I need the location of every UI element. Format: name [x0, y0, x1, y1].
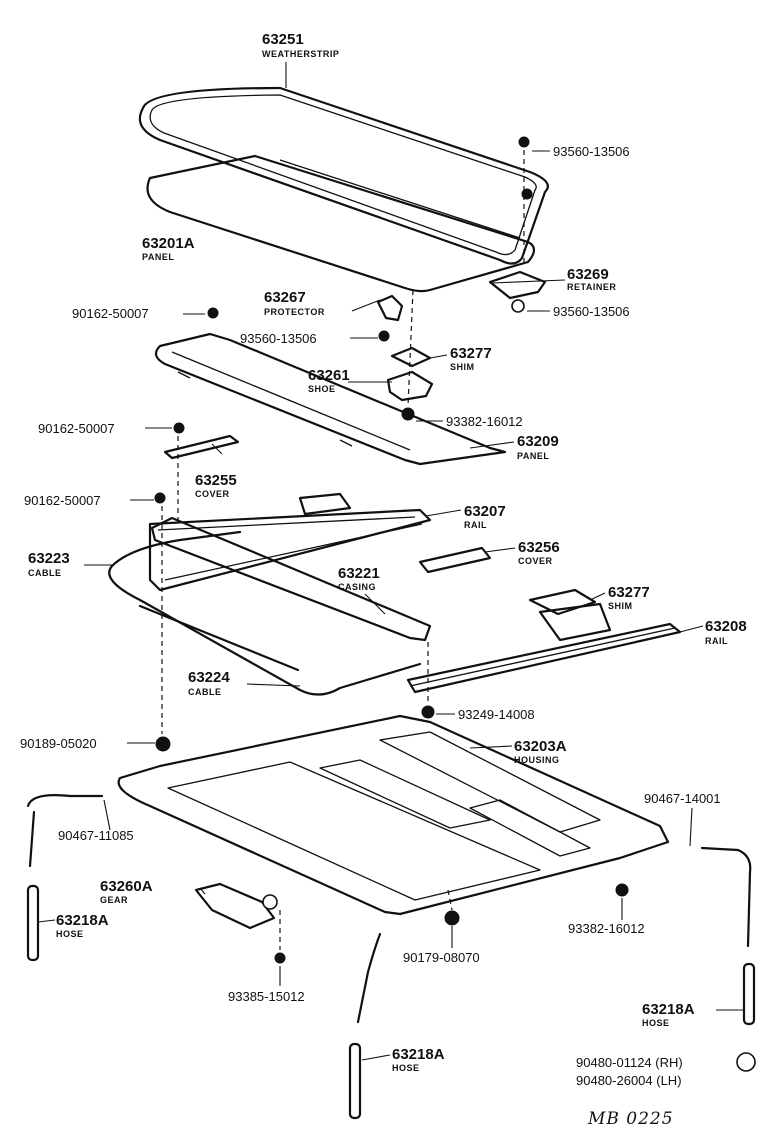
label-shoe-number: 63261: [308, 367, 350, 384]
label-shim-upper-name: SHIM: [450, 362, 475, 372]
label-cover-right-name: COVER: [518, 556, 553, 566]
cable-left-part: [108, 530, 422, 696]
housing-part: [117, 714, 670, 916]
glass-panel-part: [146, 154, 536, 293]
rail-left-part: [148, 492, 432, 592]
label-gear-name: GEAR: [100, 895, 128, 905]
label-weatherstrip-name: WEATHERSTRIP: [262, 49, 339, 59]
label-cable-right-name: CABLE: [188, 687, 222, 697]
label-rail-left-number: 63207: [464, 503, 506, 520]
cover-left-part: [163, 434, 240, 460]
label-shim-lower-number: 63277: [608, 584, 650, 601]
label-shoe-name: SHOE: [308, 384, 336, 394]
part-number-90162-50007-b: 90162-50007: [38, 421, 115, 436]
panel-frame-part: [154, 332, 507, 466]
label-hose-right-number: 63218A: [642, 1001, 695, 1018]
shim-upper-part: [390, 346, 432, 368]
part-number-90179-08070: 90179-08070: [403, 950, 480, 965]
label-panel-frame-name: PANEL: [517, 451, 549, 461]
label-casing-name: CASING: [338, 582, 376, 592]
label-cable-left-number: 63223: [28, 550, 70, 567]
retainer-part: [488, 270, 547, 300]
label-retainer-name: RETAINER: [567, 282, 616, 292]
label-cable-left-name: CABLE: [28, 568, 62, 578]
label-panel-glass-number: 63201A: [142, 235, 195, 252]
label-housing-number: 63203A: [514, 738, 567, 755]
label-hose-left-number: 63218A: [56, 912, 109, 929]
protector-part: [376, 294, 404, 322]
drawing-code-note: MB 0225: [587, 1109, 674, 1129]
part-number-93560-13506-b: 93560-13506: [553, 304, 630, 319]
label-panel-glass-name: PANEL: [142, 252, 174, 262]
label-cover-left-name: COVER: [195, 489, 230, 499]
label-retainer-number: 63269: [567, 266, 609, 283]
part-number-93382-16012-b: 93382-16012: [568, 921, 645, 936]
cable-right-part: [138, 604, 300, 672]
label-housing-name: HOUSING: [514, 755, 560, 765]
label-gear-number: 63260A: [100, 878, 153, 895]
label-hose-right-name: HOSE: [642, 1018, 670, 1028]
part-number-93382-16012-a: 93382-16012: [446, 414, 523, 429]
fasteners: [154, 136, 756, 1072]
label-rail-right-name: RAIL: [705, 636, 728, 646]
part-number-90480-26004-lh: 90480-26004 (LH): [576, 1073, 682, 1088]
casing-part: [150, 516, 432, 642]
label-shim-upper-number: 63277: [450, 345, 492, 362]
part-number-93249-14008: 93249-14008: [458, 707, 535, 722]
label-weatherstrip-number: 63251: [262, 31, 304, 48]
alignment-lines: [161, 150, 525, 950]
label-rail-right-number: 63208: [705, 618, 747, 635]
label-protector-number: 63267: [264, 289, 306, 306]
label-protector-name: PROTECTOR: [264, 307, 325, 317]
part-number-90189-05020: 90189-05020: [20, 736, 97, 751]
part-number-labels: 93560-13506 93560-13506 90162-50007 9356…: [20, 144, 721, 1088]
part-number-93385-15012: 93385-15012: [228, 989, 305, 1004]
part-number-90467-14001: 90467-14001: [644, 791, 721, 806]
shoe-part: [386, 370, 434, 402]
hose-parts: [26, 794, 756, 1120]
label-panel-frame-number: 63209: [517, 433, 559, 450]
part-number-90162-50007-c: 90162-50007: [24, 493, 101, 508]
label-hose-bottom-name: HOSE: [392, 1063, 420, 1073]
label-hose-bottom-number: 63218A: [392, 1046, 445, 1063]
label-shim-lower-name: SHIM: [608, 601, 633, 611]
label-cover-left-number: 63255: [195, 472, 237, 489]
part-number-90480-01124-rh: 90480-01124 (RH): [576, 1055, 683, 1070]
cover-right-part: [418, 546, 492, 574]
weatherstrip-part: [138, 86, 549, 265]
label-casing-number: 63221: [338, 565, 380, 582]
shim-lower-part: [528, 588, 597, 616]
part-number-90162-50007-a: 90162-50007: [72, 306, 149, 321]
part-number-90467-11085: 90467-11085: [58, 828, 134, 843]
part-number-93560-13506-c: 93560-13506: [240, 331, 317, 346]
rail-right-part: [406, 602, 682, 694]
label-cover-right-number: 63256: [518, 539, 560, 556]
part-labels: 63251 WEATHERSTRIP 63201A PANEL 63267 PR…: [28, 31, 747, 1073]
gear-part: [194, 882, 278, 930]
part-number-93560-13506-a: 93560-13506: [553, 144, 630, 159]
label-hose-left-name: HOSE: [56, 929, 84, 939]
leader-lines: [37, 62, 744, 1061]
label-rail-left-name: RAIL: [464, 520, 487, 530]
label-cable-right-number: 63224: [188, 669, 230, 686]
